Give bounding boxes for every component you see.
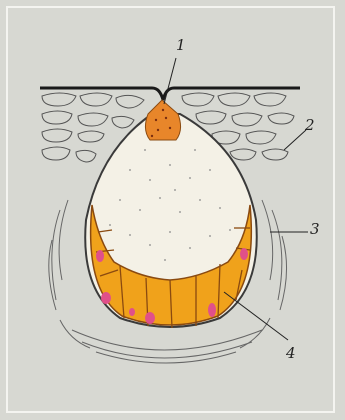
label-1: 1 [176, 36, 186, 54]
label-4: 4 [286, 344, 296, 362]
label-2: 2 [305, 116, 315, 134]
duct-opening [145, 100, 180, 140]
label-3: 3 [310, 220, 320, 238]
